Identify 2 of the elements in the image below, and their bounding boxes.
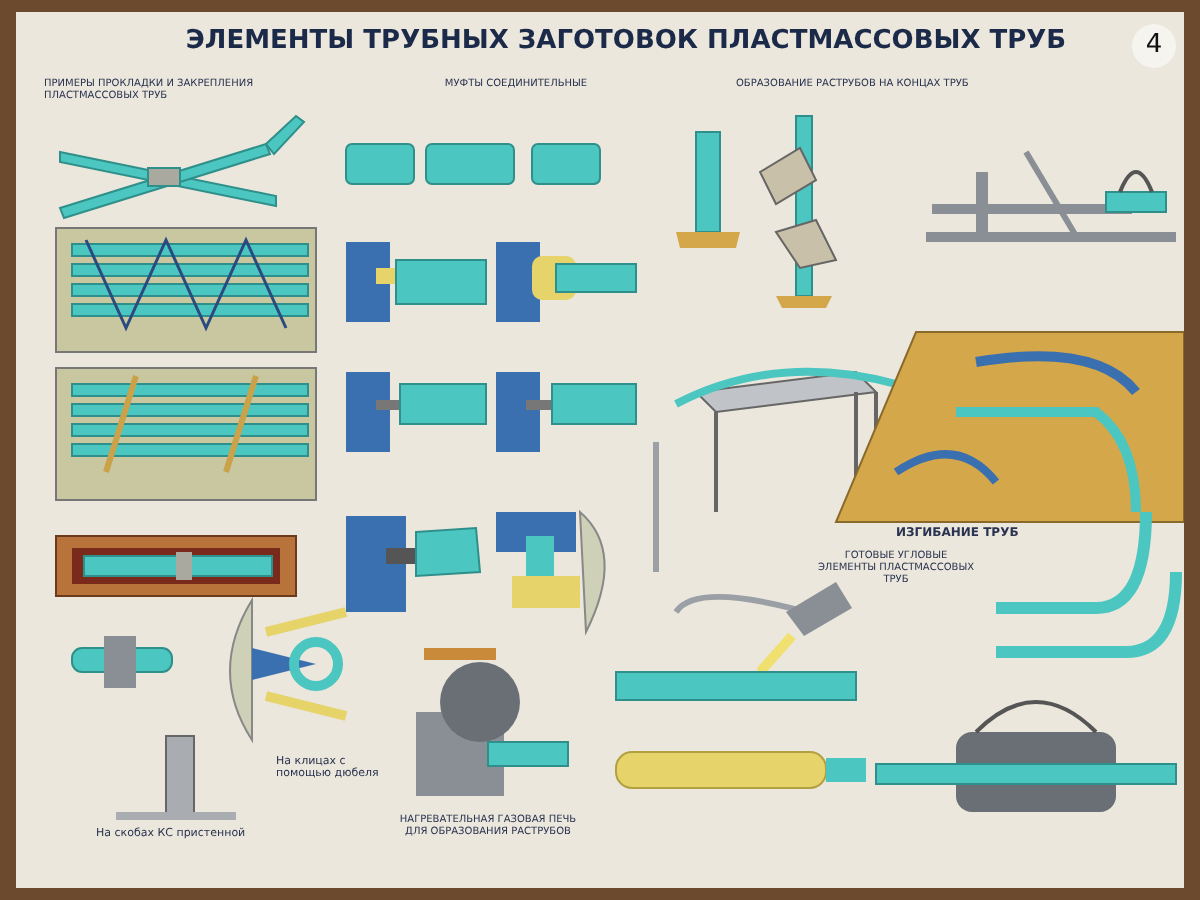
sheet-number: 4 — [1132, 24, 1176, 68]
poster-title: ЭЛЕМЕНТЫ ТРУБНЫХ ЗАГОТОВОК ПЛАСТМАССОВЫХ ТРУБ — [183, 28, 1069, 58]
